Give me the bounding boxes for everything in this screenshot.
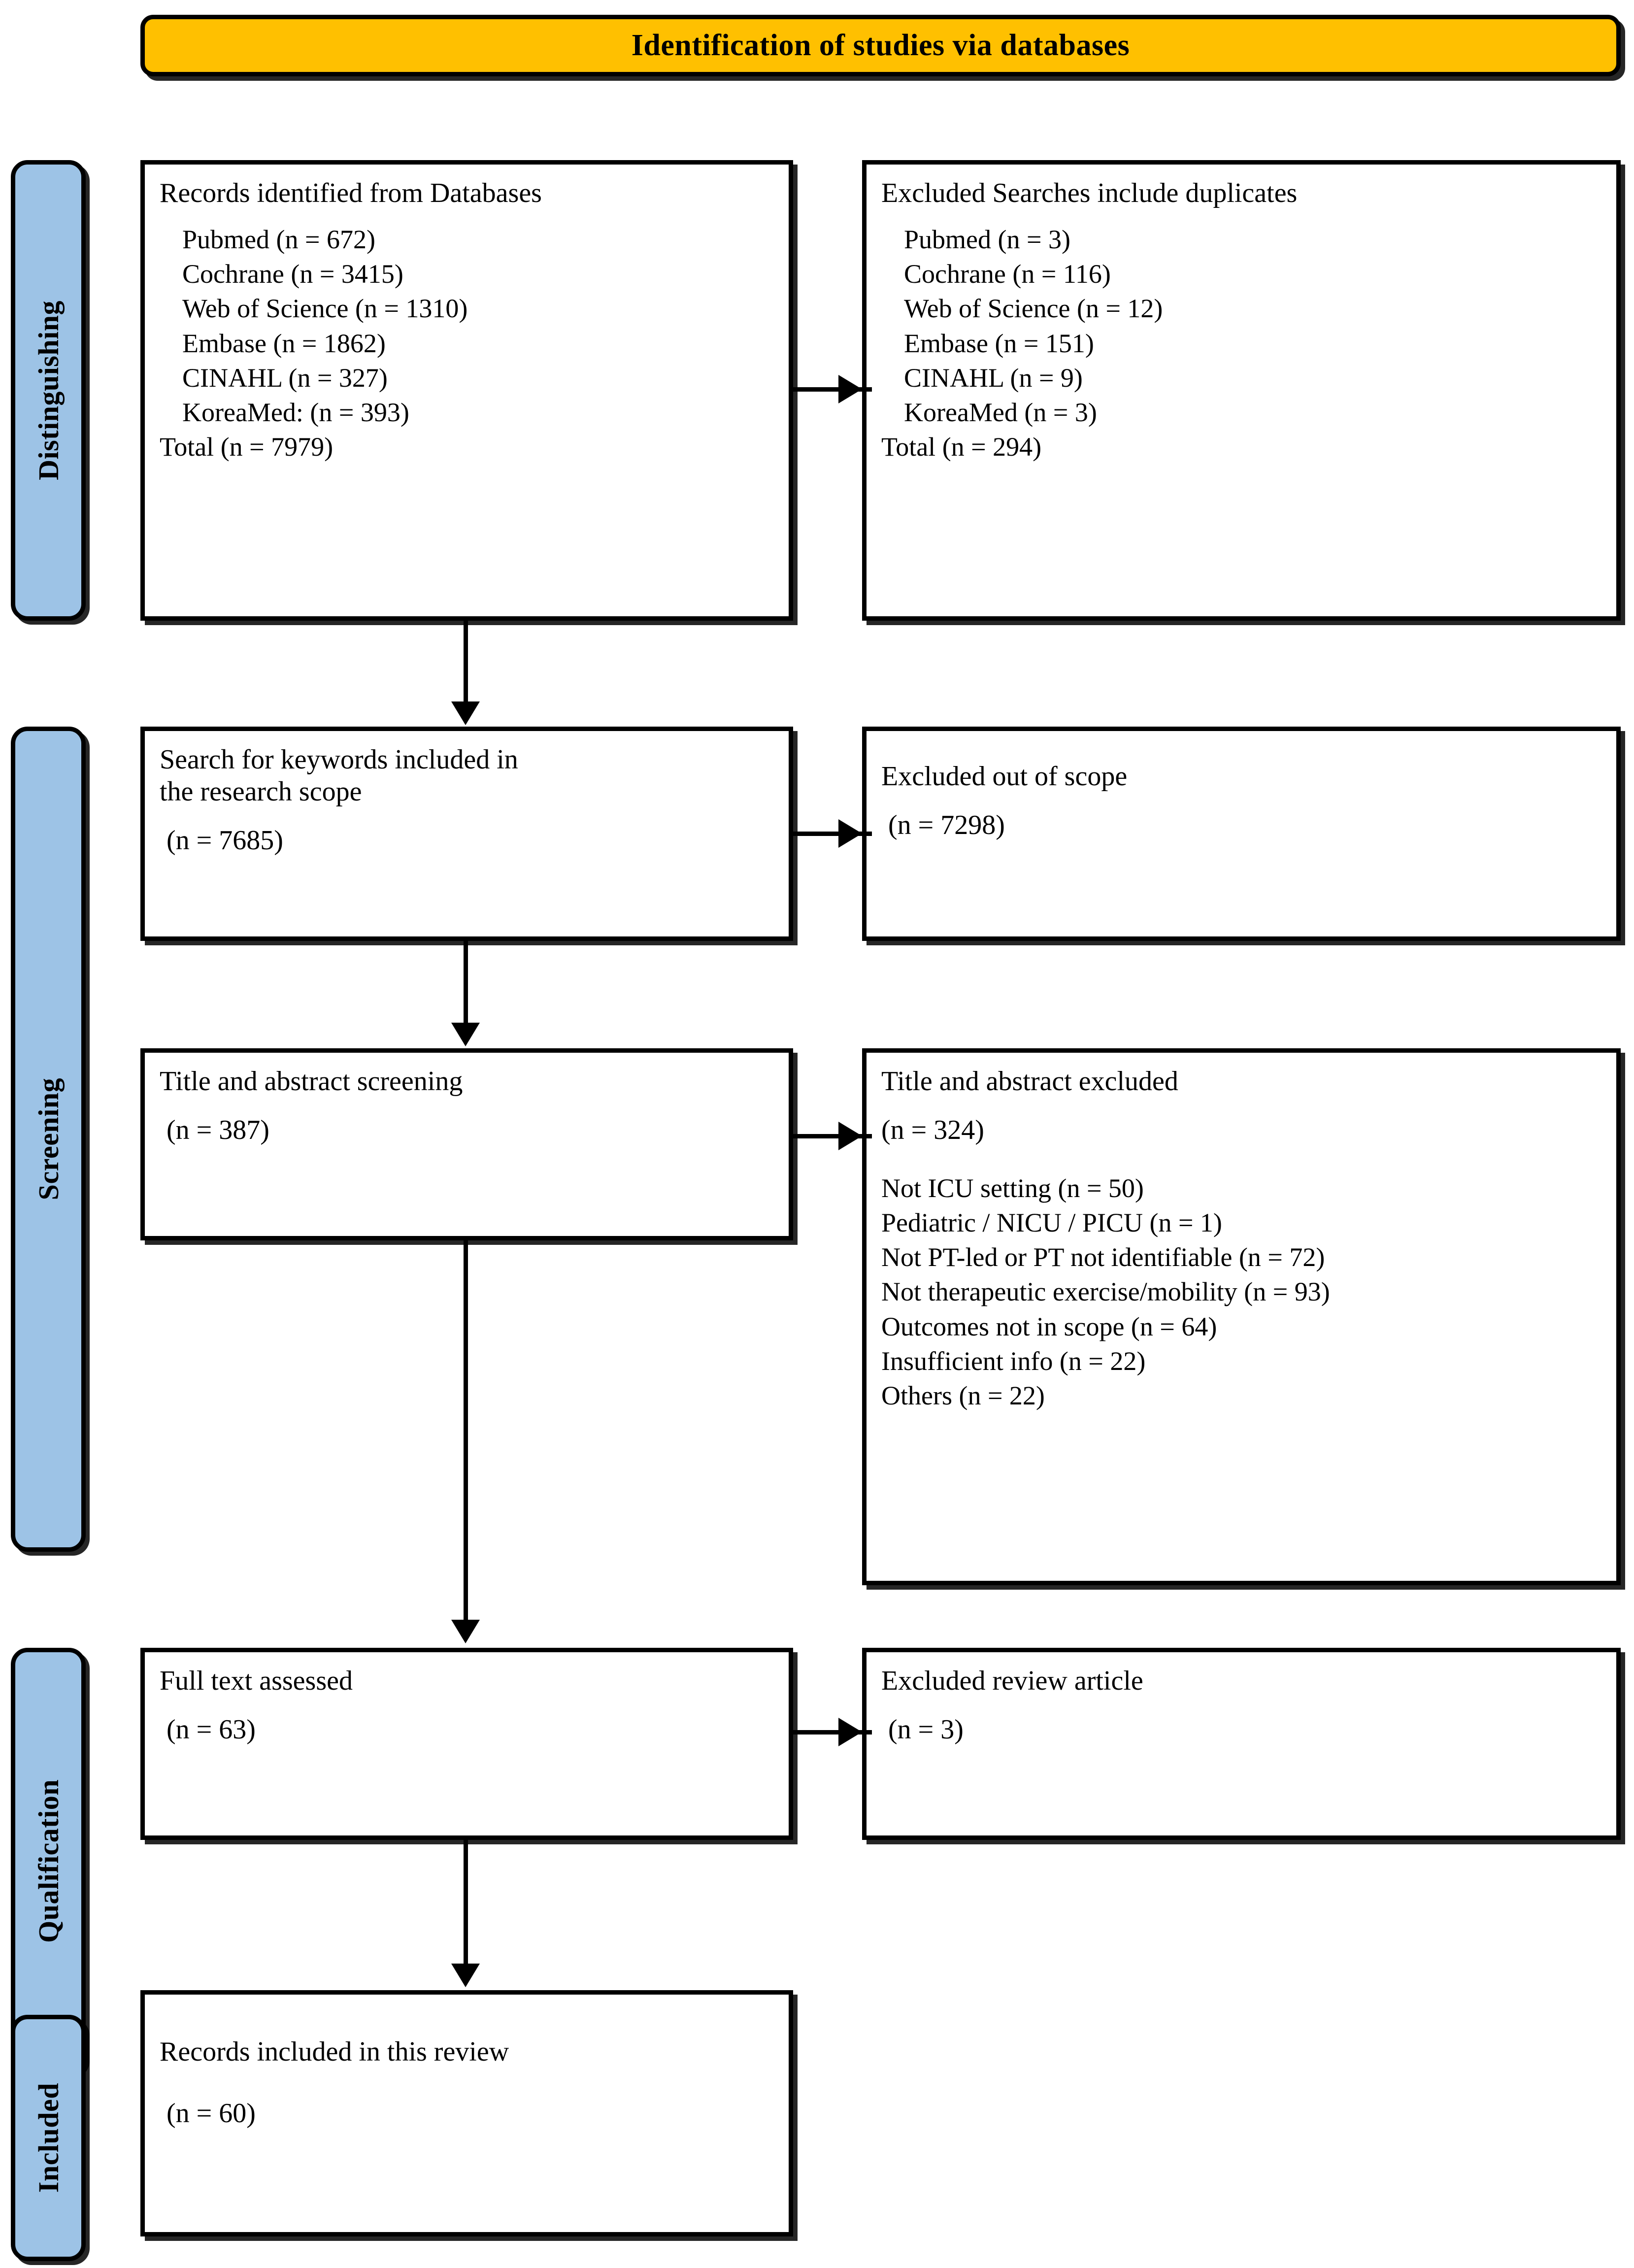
box-excluded-duplicates: Excluded Searches include duplicates Pub… bbox=[862, 160, 1621, 621]
list-item: Cochrane (n = 116) bbox=[904, 259, 1111, 289]
list-item: KoreaMed: (n = 393) bbox=[182, 397, 409, 427]
arrow-right-icon bbox=[838, 375, 862, 403]
box-title: Title and abstract screening bbox=[160, 1066, 463, 1097]
list-item: Pubmed (n = 3) bbox=[904, 224, 1070, 254]
box-keyword-search: Search for keywords included in the rese… bbox=[140, 727, 793, 941]
box-count: (n = 387) bbox=[167, 1114, 269, 1145]
list-item: Not PT-led or PT not identifiable (n = 7… bbox=[881, 1242, 1325, 1272]
connector-line bbox=[464, 621, 468, 703]
banner-identification: Identification of studies via databases bbox=[140, 15, 1621, 76]
box-records-identified: Records identified from Databases Pubmed… bbox=[140, 160, 793, 621]
box-title-abstract-screening: Title and abstract screening (n = 387) bbox=[140, 1048, 793, 1240]
list-item: Web of Science (n = 1310) bbox=[182, 294, 468, 324]
arrow-right-icon bbox=[838, 819, 862, 848]
box-count: (n = 60) bbox=[167, 2098, 256, 2129]
box-excluded-review-article: Excluded review article (n = 3) bbox=[862, 1648, 1621, 1840]
stage-label-text: Screening bbox=[32, 1078, 65, 1201]
list-item: CINAHL (n = 9) bbox=[904, 363, 1083, 393]
box-title-abstract-excluded: Title and abstract excluded (n = 324) No… bbox=[862, 1048, 1621, 1585]
box-title: Search for keywords included in the rese… bbox=[160, 744, 518, 807]
arrow-down-icon bbox=[451, 701, 480, 725]
box-title: Records included in this review bbox=[160, 2036, 509, 2067]
stage-label-text: Qualification bbox=[32, 1779, 65, 1943]
stage-label-text: Distinguishing bbox=[32, 300, 65, 480]
stage-label-included: Included bbox=[11, 2015, 86, 2261]
arrow-right-icon bbox=[838, 1122, 862, 1150]
box-excluded-out-of-scope: Excluded out of scope (n = 7298) bbox=[862, 727, 1621, 941]
connector-line bbox=[793, 832, 872, 836]
exclusion-reason-list: Not ICU setting (n = 50) Pediatric / NIC… bbox=[881, 1171, 1601, 1413]
list-item: Pediatric / NICU / PICU (n = 1) bbox=[881, 1208, 1222, 1238]
arrow-right-icon bbox=[838, 1718, 862, 1746]
list-item: Not therapeutic exercise/mobility (n = 9… bbox=[881, 1277, 1330, 1307]
arrow-down-icon bbox=[451, 1620, 480, 1643]
box-title: Excluded review article bbox=[881, 1666, 1143, 1696]
total-count: Total (n = 294) bbox=[881, 432, 1042, 462]
total-count: Total (n = 7979) bbox=[160, 432, 333, 462]
box-title: Excluded Searches include duplicates bbox=[881, 178, 1298, 208]
connector-line bbox=[464, 1240, 468, 1620]
stage-label-distinguishing: Distinguishing bbox=[11, 160, 86, 621]
list-item: Cochrane (n = 3415) bbox=[182, 259, 403, 289]
box-count: (n = 7298) bbox=[888, 809, 1005, 840]
list-item: CINAHL (n = 327) bbox=[182, 363, 388, 393]
box-title: Title and abstract excluded bbox=[881, 1066, 1178, 1097]
connector-line bbox=[464, 1840, 468, 1966]
box-count: (n = 3) bbox=[888, 1714, 964, 1745]
stage-label-qualification: Qualification bbox=[11, 1648, 86, 2074]
arrow-down-icon bbox=[451, 1023, 480, 1046]
list-item: Web of Science (n = 12) bbox=[904, 294, 1163, 324]
connector-line bbox=[793, 387, 872, 392]
box-full-text-assessed: Full text assessed (n = 63) bbox=[140, 1648, 793, 1840]
list-item: KoreaMed (n = 3) bbox=[904, 397, 1097, 427]
connector-line bbox=[464, 941, 468, 1025]
box-count: (n = 63) bbox=[167, 1714, 256, 1745]
stage-label-text: Included bbox=[32, 2083, 65, 2193]
box-count: (n = 7685) bbox=[167, 825, 283, 856]
box-records-included: Records included in this review (n = 60) bbox=[140, 1990, 793, 2236]
list-item: Embase (n = 151) bbox=[904, 328, 1094, 358]
arrow-down-icon bbox=[451, 1964, 480, 1987]
list-item: Pubmed (n = 672) bbox=[182, 224, 375, 254]
list-item: Outcomes not in scope (n = 64) bbox=[881, 1311, 1217, 1341]
connector-line bbox=[793, 1134, 872, 1138]
list-item: Others (n = 22) bbox=[881, 1381, 1045, 1411]
box-title: Excluded out of scope bbox=[881, 761, 1128, 792]
list-item: Embase (n = 1862) bbox=[182, 328, 386, 358]
box-title: Records identified from Databases bbox=[160, 178, 542, 208]
box-title: Full text assessed bbox=[160, 1666, 353, 1696]
list-item: Not ICU setting (n = 50) bbox=[881, 1173, 1144, 1203]
stage-label-screening: Screening bbox=[11, 727, 86, 1552]
banner-title: Identification of studies via databases bbox=[631, 28, 1130, 62]
list-item: Insufficient info (n = 22) bbox=[881, 1346, 1146, 1376]
duplicate-list: Pubmed (n = 3) Cochrane (n = 116) Web of… bbox=[881, 222, 1601, 430]
connector-line bbox=[793, 1730, 872, 1734]
database-list: Pubmed (n = 672) Cochrane (n = 3415) Web… bbox=[160, 222, 774, 430]
box-count: (n = 324) bbox=[881, 1114, 984, 1145]
